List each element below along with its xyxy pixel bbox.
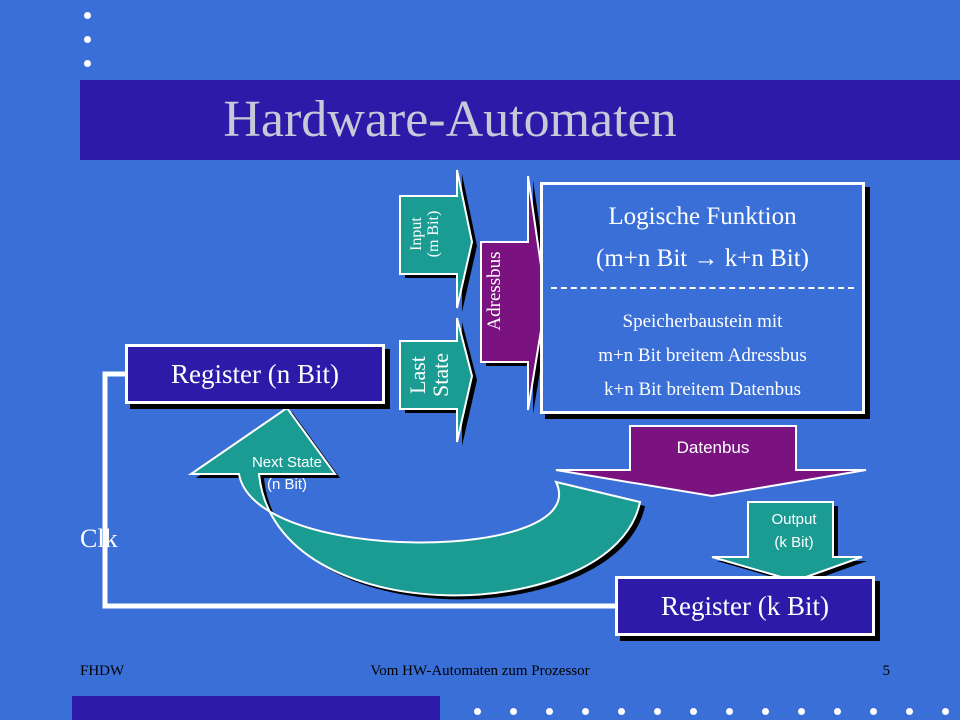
decor-dot: [654, 708, 661, 715]
logic-function-box: Logische Funktion (m+n Bit → k+n Bit) Sp…: [540, 182, 865, 414]
title-band: [80, 80, 960, 160]
page-number: 5: [882, 663, 891, 679]
register-k-label: Register (k Bit): [661, 591, 829, 621]
input-label-line1: Input: [408, 217, 425, 251]
register-n-box: Register (n Bit): [125, 344, 385, 404]
clk-label: Clk: [80, 524, 118, 553]
next-state-label-line2: (n Bit): [266, 476, 307, 493]
next-state-arrow: [187, 406, 642, 597]
decor-dot: [870, 708, 877, 715]
register-k-box: Register (k Bit): [615, 576, 875, 636]
last-state-label: Last State: [405, 325, 454, 425]
output-label: Output (k Bit): [748, 508, 840, 554]
decor-dot: [474, 708, 481, 715]
decor-dot: [618, 708, 625, 715]
logic-data-line: k+n Bit breitem Datenbus: [604, 379, 801, 400]
slide-title: Hardware-Automaten: [223, 91, 677, 148]
input-label: Input (m Bit): [408, 179, 449, 289]
decor-dot: [834, 708, 841, 715]
decor-dot: [906, 708, 913, 715]
footer-org: FHDW: [80, 663, 125, 679]
footer-title: Vom HW-Automaten zum Prozessor: [370, 663, 590, 679]
decor-dot: [762, 708, 769, 715]
decor-dot: [84, 60, 91, 67]
datenbus-label: Datenbus: [676, 438, 750, 457]
last-state-label-line1: Last: [405, 356, 430, 394]
last-state-arrow: [399, 317, 474, 443]
next-state-label: Next State (n Bit): [212, 452, 362, 496]
decor-dot: [546, 708, 553, 715]
adressbus-label: Adressbus: [484, 251, 505, 331]
input-arrow: [399, 169, 474, 309]
logic-mapping: (m+n Bit → k+n Bit): [596, 245, 809, 272]
logic-separator: [551, 287, 854, 289]
decor-dot: [84, 12, 91, 19]
adressbus-arrow: [480, 175, 548, 411]
last-state-label-line2: State: [428, 353, 454, 397]
decor-dot: [942, 708, 949, 715]
decor-dot: [510, 708, 517, 715]
decor-dot: [798, 708, 805, 715]
logic-title: Logische Funktion: [608, 203, 797, 230]
logic-address-line: m+n Bit breitem Adressbus: [598, 345, 807, 366]
next-state-label-line1: Next State: [251, 454, 323, 471]
footer-band: [72, 696, 440, 720]
input-label-line2: (m Bit): [424, 210, 442, 258]
decor-dot: [84, 36, 91, 43]
output-label-line1: Output: [771, 511, 817, 528]
register-n-label: Register (n Bit): [171, 359, 339, 389]
decor-dot: [690, 708, 697, 715]
logic-memory-line: Speicherbaustein mit: [622, 311, 783, 332]
output-arrow: [711, 501, 863, 583]
output-label-line2: (k Bit): [774, 534, 814, 551]
decor-dot: [726, 708, 733, 715]
clk-line: [102, 371, 615, 609]
decor-dot: [582, 708, 589, 715]
datenbus-arrow: [555, 425, 867, 498]
